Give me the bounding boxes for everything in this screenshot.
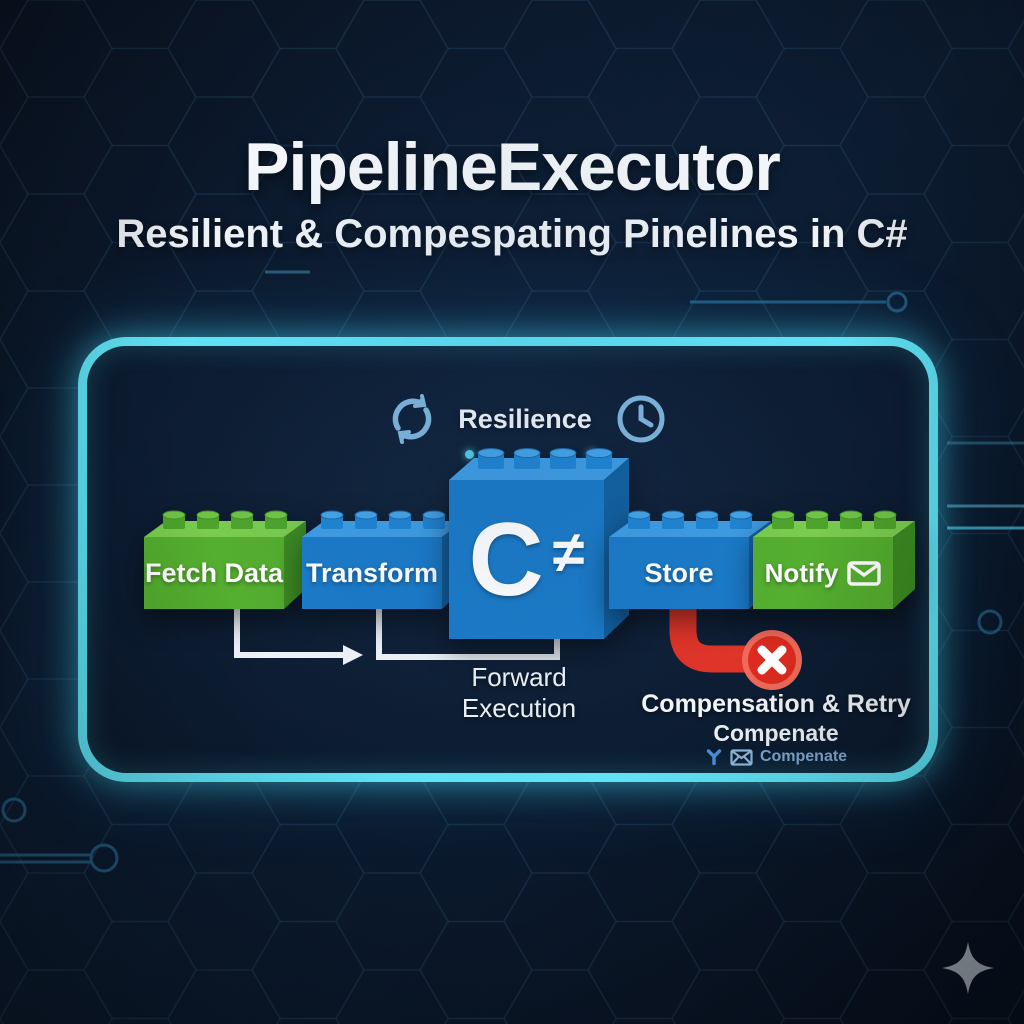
compensation-subtitle: Compenate [713, 720, 839, 746]
csharp-sharp: ≠ [552, 519, 585, 585]
block-label: Fetch Data [144, 557, 284, 588]
error-x-badge [742, 630, 802, 690]
diagram-panel: Resilience [78, 337, 938, 782]
pipeline-block-csharp: C≠ [449, 424, 631, 644]
page-subtitle: Resilient & Compespating Pinelines in C# [116, 212, 908, 256]
compensation-caption-row: Compenate [636, 748, 916, 766]
clock-icon [614, 392, 668, 451]
block-label: Transform [305, 557, 439, 588]
forward-execution-label: Forward Execution [461, 662, 577, 723]
sparkle-icon [936, 936, 1000, 1005]
arrowhead [343, 645, 363, 665]
glow-dot [465, 450, 474, 459]
pipeline-block-store: Store [609, 499, 773, 614]
studs [162, 510, 288, 529]
resilience-label: Resilience [458, 404, 592, 434]
envelope-icon [847, 560, 882, 586]
studs [320, 510, 446, 529]
block-label: Store [644, 557, 714, 588]
csharp-logo: C≠ [449, 480, 604, 639]
csharp-c: C [468, 501, 544, 618]
forward-arrow [234, 604, 343, 658]
pipeline-block-fetch-data: Fetch Data [144, 499, 308, 614]
compensation-title: Compensation & Retry [641, 690, 911, 718]
envelope-outline-icon [730, 748, 753, 766]
pipeline-block-transform: Transform [302, 499, 466, 614]
block-label: Notify [764, 557, 839, 588]
studs [771, 510, 897, 529]
compensation-arrow [669, 598, 749, 673]
connectors-layer [234, 598, 802, 690]
pipeline-block-notify: Notify [753, 499, 917, 614]
refresh-icon [384, 391, 440, 452]
studs [627, 510, 753, 529]
branch-icon [706, 749, 722, 766]
page-title: PipelineExecutor [244, 129, 781, 205]
studs [477, 448, 613, 469]
forward-bracket [376, 604, 560, 660]
compensation-caption: Compenate [759, 748, 848, 765]
